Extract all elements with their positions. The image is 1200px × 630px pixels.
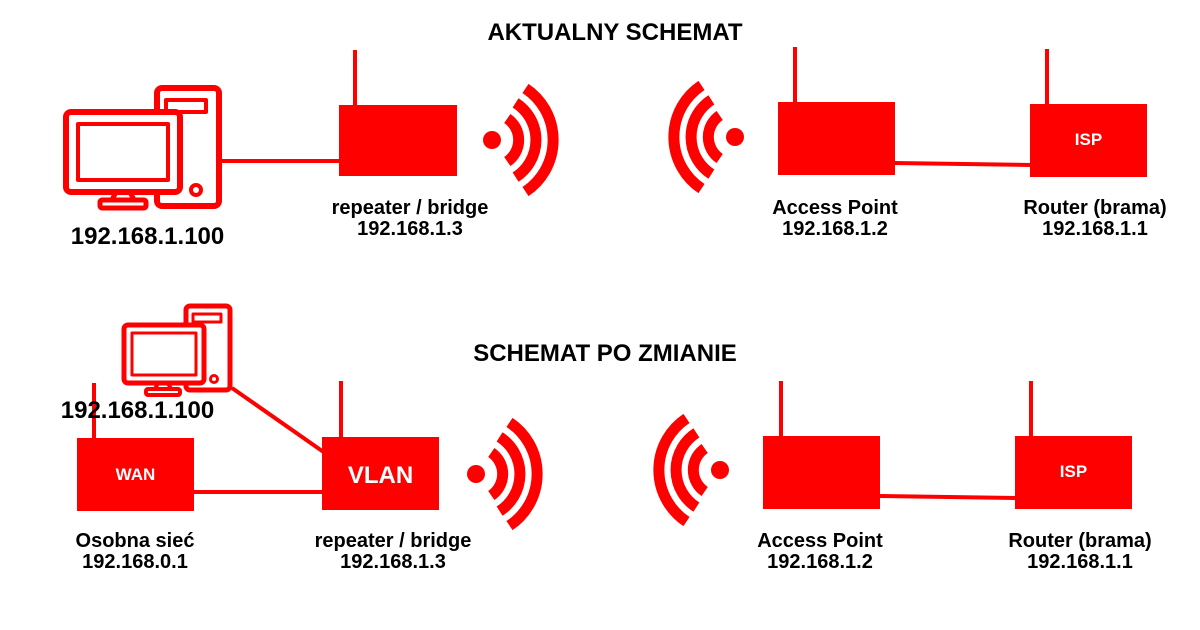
router-box-label: ISP [1059, 462, 1088, 481]
repeater-ip-label: 192.168.1.3 [340, 551, 446, 573]
router-box [1015, 436, 1132, 509]
wan-name-label: Osobna sieć [75, 530, 195, 552]
wifi-signal-icon [483, 83, 559, 197]
access-point-box [778, 102, 895, 175]
vlan-box-label: VLAN [347, 462, 414, 489]
wifi-signal-icon [467, 417, 543, 531]
repeater-box [339, 105, 457, 176]
repeater-name-label: repeater / bridge [331, 197, 489, 219]
access-point-name-label: Access Point [772, 197, 898, 219]
router-box [1030, 104, 1147, 177]
wan-box-label: WAN [115, 465, 156, 484]
access-point-ip-label: 192.168.1.2 [767, 551, 873, 573]
wan-ip-label: 192.168.0.1 [82, 551, 188, 573]
router-name-label: Router (brama) [1023, 197, 1167, 219]
section-title-current: AKTUALNY SCHEMAT [487, 19, 743, 46]
router-name-label: Router (brama) [1008, 530, 1152, 552]
router-ip-label: 192.168.1.1 [1042, 218, 1148, 240]
pc-ip-label: 192.168.1.100 [60, 397, 215, 424]
access-point-box [763, 436, 880, 509]
pc-ip-label: 192.168.1.100 [70, 223, 225, 250]
router-box-label: ISP [1074, 130, 1103, 149]
link-ap-router [893, 161, 1032, 167]
access-point-name-label: Access Point [757, 530, 883, 552]
link-pc-repeater [230, 386, 327, 455]
section-title-changed: SCHEMAT PO ZMIANIE [473, 340, 737, 367]
computer-icon [121, 303, 233, 397]
wifi-signal-icon [668, 80, 744, 194]
link-ap-router [878, 494, 1017, 500]
computer-icon [63, 85, 222, 211]
access-point-ip-label: 192.168.1.2 [782, 218, 888, 240]
repeater-vlan-box [322, 437, 439, 510]
repeater-name-label: repeater / bridge [314, 530, 472, 552]
repeater-ip-label: 192.168.1.3 [357, 218, 463, 240]
router-ip-label: 192.168.1.1 [1027, 551, 1133, 573]
wifi-signal-icon [653, 413, 729, 527]
wan-router-box [77, 438, 194, 511]
